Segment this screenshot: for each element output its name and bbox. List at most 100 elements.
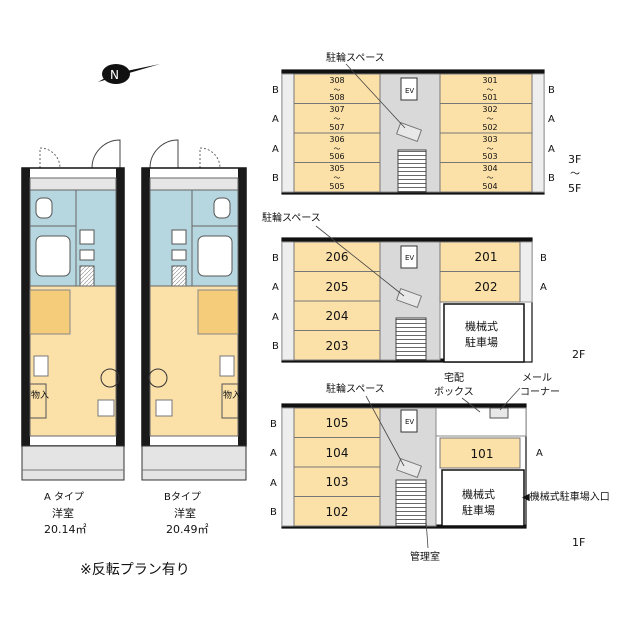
unit-type-b-plan: 物入 <box>141 139 247 481</box>
parking-entrance-label: ◀機械式駐車場入口 <box>522 490 610 503</box>
svg-text:5F: 5F <box>568 182 581 195</box>
room-307-507: 307 ～ 507 A <box>272 105 345 132</box>
room-101: 101 A <box>471 447 543 461</box>
svg-text:502: 502 <box>482 123 497 132</box>
svg-text:B: B <box>272 253 279 264</box>
svg-text:505: 505 <box>329 182 344 191</box>
svg-text:B: B <box>272 341 279 352</box>
floor-2f-parking-line1: 機械式 <box>465 319 498 333</box>
svg-text:104: 104 <box>326 446 349 460</box>
floor-2f-bike-label: 駐輪スペース <box>262 211 321 224</box>
svg-text:A: A <box>272 312 279 323</box>
floor-1f-bike-label: 駐輪スペース <box>326 382 385 395</box>
floor-3f-bike-label: 駐輪スペース <box>326 51 385 64</box>
svg-text:B: B <box>548 173 555 184</box>
type-a-area: 20.14㎡ <box>44 523 87 536</box>
room-304-504: 304 ～ 504 B <box>482 164 555 191</box>
room-206: 206 B <box>272 250 348 264</box>
floor-1f-parking-line2: 駐車場 <box>462 503 495 517</box>
type-b-storage-label: 物入 <box>223 389 241 401</box>
room-303-503: 303 ～ 503 A <box>482 135 555 161</box>
room-104: 104 A <box>270 446 348 460</box>
svg-text:301: 301 <box>482 76 497 85</box>
svg-text:102: 102 <box>326 505 349 519</box>
svg-text:B: B <box>548 85 555 96</box>
svg-text:～: ～ <box>334 86 341 94</box>
svg-text:303: 303 <box>482 135 497 144</box>
unit-type-a-plan: 物入 <box>21 139 125 481</box>
svg-text:～: ～ <box>334 145 341 153</box>
svg-text:501: 501 <box>482 93 497 102</box>
svg-text:306: 306 <box>329 135 344 144</box>
svg-text:206: 206 <box>326 250 349 264</box>
compass-icon: N <box>98 64 160 84</box>
svg-text:A: A <box>548 114 555 125</box>
svg-text:103: 103 <box>326 475 349 489</box>
room-203: 203 B <box>272 339 348 353</box>
delivery-box-line2: ボックス <box>434 386 474 398</box>
room-306-506: 306 ～ 506 A <box>272 135 345 161</box>
svg-text:A: A <box>548 144 555 155</box>
room-205: 205 A <box>272 280 348 294</box>
svg-text:508: 508 <box>329 93 344 102</box>
svg-text:A: A <box>272 282 279 293</box>
room-301-501: 301 ～ 501 B <box>482 76 555 102</box>
delivery-box-line1: 宅配 <box>444 371 464 384</box>
svg-text:101: 101 <box>471 447 494 461</box>
svg-text:A: A <box>270 478 277 489</box>
svg-text:B: B <box>270 419 277 430</box>
floor-2f-parking-line2: 駐車場 <box>465 335 498 349</box>
svg-text:～: ～ <box>487 174 494 182</box>
svg-text:204: 204 <box>326 309 349 323</box>
room-308-508: 308 ～ 508 B <box>272 76 345 102</box>
svg-text:205: 205 <box>326 280 349 294</box>
room-302-502: 302 ～ 502 A <box>482 105 555 132</box>
floor-1f-parking-line1: 機械式 <box>462 487 495 501</box>
svg-text:308: 308 <box>329 76 344 85</box>
svg-text:3F: 3F <box>568 153 581 166</box>
room-201: 201 B <box>475 250 547 264</box>
svg-text:A: A <box>270 448 277 459</box>
room-204: 204 A <box>272 309 348 323</box>
type-b-room-label: 洋室 <box>174 506 196 520</box>
floor-1f-label: 1F <box>572 536 585 549</box>
floor-2f-ev: EV <box>405 254 414 262</box>
svg-text:～: ～ <box>570 169 580 180</box>
manager-room-label: 管理室 <box>410 550 440 563</box>
svg-text:～: ～ <box>334 115 341 123</box>
svg-text:B: B <box>272 173 279 184</box>
mail-corner-line1: メール <box>522 373 552 384</box>
svg-text:203: 203 <box>326 339 349 353</box>
reverse-plan-note: ※反転プラン有り <box>80 562 190 578</box>
svg-text:A: A <box>540 282 547 293</box>
svg-text:B: B <box>270 507 277 518</box>
type-b-area: 20.49㎡ <box>166 523 209 536</box>
svg-text:～: ～ <box>487 86 494 94</box>
type-a-room-label: 洋室 <box>52 506 74 520</box>
floor-3f-5f-label: 3F ～ 5F <box>568 153 581 195</box>
room-105: 105 B <box>270 416 348 430</box>
floor-2f-plan <box>281 237 533 363</box>
svg-text:503: 503 <box>482 152 497 161</box>
room-305-505: 305 ～ 505 B <box>272 164 345 191</box>
type-a-storage-label: 物入 <box>31 389 49 401</box>
svg-text:202: 202 <box>475 280 498 294</box>
svg-text:506: 506 <box>329 152 344 161</box>
svg-text:～: ～ <box>487 145 494 153</box>
compass-north-letter: N <box>110 68 119 82</box>
room-103: 103 A <box>270 475 348 489</box>
floor-1f-ev: EV <box>405 418 414 426</box>
svg-text:～: ～ <box>334 174 341 182</box>
floor-3f-ev: EV <box>405 87 414 95</box>
svg-text:302: 302 <box>482 105 497 114</box>
mail-corner-line2: コーナー <box>520 386 560 398</box>
svg-text:504: 504 <box>482 182 497 191</box>
room-202: 202 A <box>475 280 547 294</box>
svg-text:A: A <box>536 448 543 459</box>
svg-text:A: A <box>272 144 279 155</box>
svg-text:B: B <box>272 85 279 96</box>
svg-text:305: 305 <box>329 164 344 173</box>
svg-text:～: ～ <box>487 115 494 123</box>
type-b-label: Bタイプ <box>164 491 201 503</box>
